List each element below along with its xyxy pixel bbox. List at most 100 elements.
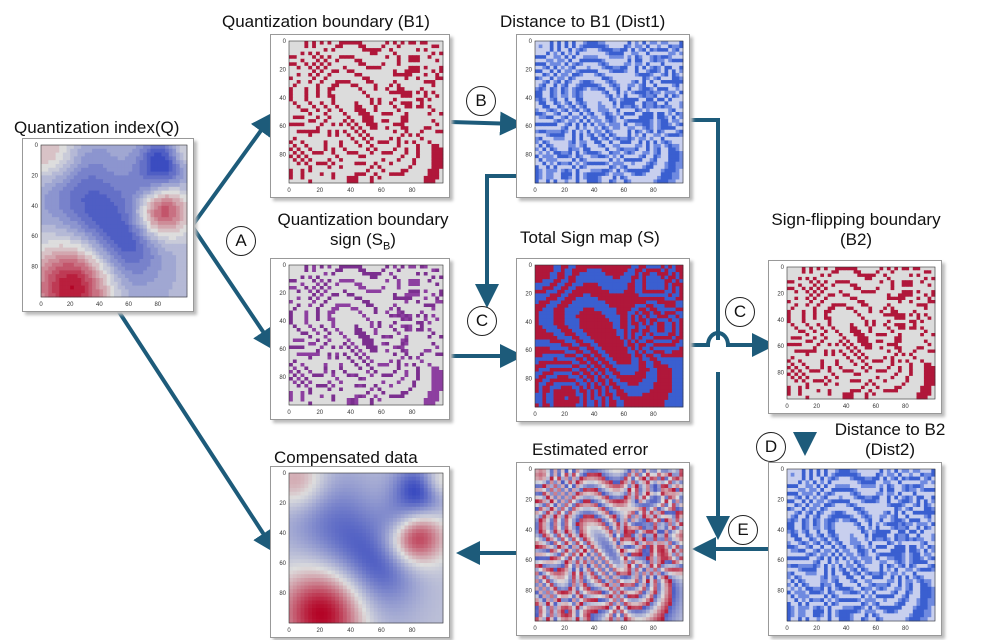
y-tick-label: 20 bbox=[279, 67, 286, 73]
x-tick-label: 40 bbox=[591, 188, 598, 194]
x-tick-label: 80 bbox=[409, 628, 416, 634]
y-tick-label: 20 bbox=[777, 291, 784, 297]
arrow-b1-to-dist1 bbox=[450, 111, 524, 136]
x-tick-label: 40 bbox=[843, 404, 850, 410]
x-tick-label: 20 bbox=[561, 412, 568, 418]
y-tick-label: 60 bbox=[777, 344, 784, 350]
x-tick-label: 80 bbox=[650, 188, 657, 194]
x-tick-label: 0 bbox=[287, 188, 291, 194]
step-d-circle: D bbox=[756, 432, 786, 462]
y-tick-label: 80 bbox=[525, 377, 532, 383]
title-boundary-sign-line2: sign (SB) bbox=[330, 230, 396, 253]
y-tick-label: 40 bbox=[279, 319, 286, 325]
title-distance-b1: Distance to B1 (Dist1) bbox=[500, 12, 666, 31]
x-tick-label: 40 bbox=[591, 412, 598, 418]
y-tick-label: 80 bbox=[31, 265, 38, 271]
y-tick-label: 60 bbox=[279, 347, 286, 353]
title-sign-flipping-line1: Sign-flipping boundary bbox=[771, 210, 941, 229]
arrow-dist1-down bbox=[688, 118, 720, 340]
x-tick-label: 0 bbox=[785, 626, 789, 632]
x-tick-label: 80 bbox=[902, 626, 909, 632]
x-tick-label: 80 bbox=[902, 404, 909, 410]
title-quantization-index: Quantization index(Q) bbox=[14, 118, 180, 137]
step-e-circle: E bbox=[728, 515, 758, 545]
title-sign-flipping-line2: (B2) bbox=[839, 230, 873, 249]
x-tick-label: 60 bbox=[620, 626, 627, 632]
x-tick-label: 60 bbox=[378, 410, 385, 416]
x-tick-label: 40 bbox=[591, 626, 598, 632]
x-tick-label: 40 bbox=[843, 626, 850, 632]
y-tick-label: 80 bbox=[279, 591, 286, 597]
x-tick-label: 40 bbox=[347, 628, 354, 634]
step-c-circle-right: C bbox=[725, 297, 755, 327]
y-tick-label: 40 bbox=[279, 531, 286, 537]
x-tick-label: 20 bbox=[561, 626, 568, 632]
y-tick-label: 0 bbox=[283, 263, 287, 269]
y-tick-label: 40 bbox=[525, 320, 532, 326]
title-total-sign-map: Total Sign map (S) bbox=[520, 228, 660, 247]
y-tick-label: 60 bbox=[525, 124, 532, 130]
x-tick-label: 20 bbox=[316, 188, 323, 194]
x-tick-label: 0 bbox=[533, 626, 537, 632]
x-tick-label: 60 bbox=[378, 628, 385, 634]
y-tick-label: 0 bbox=[529, 467, 533, 473]
x-tick-label: 60 bbox=[872, 626, 879, 632]
x-tick-label: 20 bbox=[67, 302, 74, 308]
x-tick-label: 20 bbox=[813, 626, 820, 632]
title-quantization-boundary: Quantization boundary (B1) bbox=[222, 12, 430, 31]
y-tick-label: 0 bbox=[529, 263, 533, 269]
x-tick-label: 80 bbox=[650, 412, 657, 418]
x-tick-label: 80 bbox=[650, 626, 657, 632]
y-tick-label: 40 bbox=[31, 204, 38, 210]
y-tick-label: 80 bbox=[525, 589, 532, 595]
step-b-circle: B bbox=[466, 86, 496, 116]
x-tick-label: 20 bbox=[316, 628, 323, 634]
x-tick-label: 40 bbox=[347, 188, 354, 194]
x-tick-label: 80 bbox=[409, 188, 416, 194]
y-tick-label: 40 bbox=[777, 528, 784, 534]
y-tick-label: 20 bbox=[525, 67, 532, 73]
y-tick-label: 60 bbox=[279, 561, 286, 567]
y-tick-label: 20 bbox=[31, 173, 38, 179]
x-tick-label: 60 bbox=[125, 302, 132, 308]
step-c-circle-left: C bbox=[467, 306, 497, 336]
arrow-q-to-compensated bbox=[108, 296, 277, 554]
title-distance-b2: Distance to B2 (Dist2) bbox=[820, 420, 960, 460]
x-tick-label: 60 bbox=[620, 412, 627, 418]
arrow-dist1-to-s bbox=[475, 174, 516, 308]
y-tick-label: 20 bbox=[777, 497, 784, 503]
step-a-circle: A bbox=[226, 226, 256, 256]
y-tick-label: 40 bbox=[777, 318, 784, 324]
title-sign-flipping-boundary: Sign-flipping boundary (B2) bbox=[736, 210, 976, 250]
y-tick-label: 80 bbox=[279, 375, 286, 381]
arrow-s-to-b2 bbox=[688, 331, 776, 357]
x-tick-label: 0 bbox=[533, 188, 537, 194]
y-tick-label: 60 bbox=[31, 234, 38, 240]
x-tick-label: 20 bbox=[316, 410, 323, 416]
x-tick-label: 80 bbox=[154, 302, 161, 308]
y-tick-label: 40 bbox=[525, 528, 532, 534]
y-tick-label: 0 bbox=[529, 39, 533, 45]
y-tick-label: 80 bbox=[777, 589, 784, 595]
title-compensated-data: Compensated data bbox=[274, 448, 418, 467]
x-tick-label: 60 bbox=[620, 188, 627, 194]
title-distance-b2-line1: Distance to B2 bbox=[834, 420, 946, 439]
x-tick-label: 60 bbox=[378, 188, 385, 194]
arrow-q-to-sb bbox=[190, 224, 277, 352]
y-tick-label: 20 bbox=[525, 291, 532, 297]
